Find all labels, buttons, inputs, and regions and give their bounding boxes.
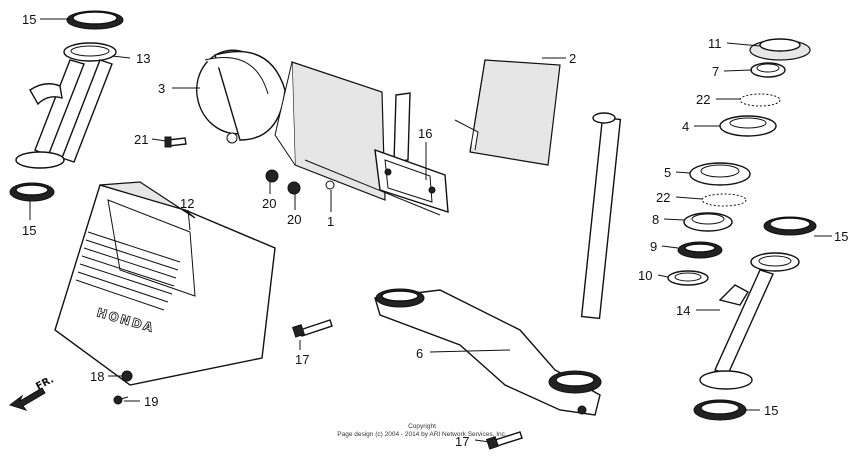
callout-15-right: 15 [834, 229, 848, 244]
callout-10: 10 [638, 268, 652, 283]
callout-13: 13 [136, 51, 150, 66]
bolts [113, 319, 523, 450]
callout-18: 18 [90, 369, 104, 384]
meter-bracket [374, 92, 449, 213]
callout-19: 19 [144, 394, 158, 409]
cover-2 [454, 59, 561, 166]
callout-17-bottom: 17 [455, 434, 469, 449]
callout-16: 16 [418, 126, 432, 141]
callout-21: 21 [134, 132, 148, 147]
front-direction-label: FR. [34, 374, 56, 392]
small-hardware [164, 136, 335, 195]
callout-15-bottom-right: 15 [764, 403, 778, 418]
callout-3: 3 [158, 81, 165, 96]
callout-20-b: 20 [287, 212, 301, 227]
callout-20-a: 20 [262, 196, 276, 211]
callout-22-bottom: 22 [656, 190, 670, 205]
callout-8: 8 [652, 212, 659, 227]
left-fork-bridge [9, 10, 124, 202]
callout-11: 11 [708, 36, 722, 51]
front-direction-arrow: FR. [8, 374, 56, 411]
headlight-shell [196, 49, 286, 144]
front-cowl: HONDA [54, 181, 276, 386]
steering-stem [374, 112, 622, 416]
right-fork-bridge [693, 216, 817, 421]
callout-2: 2 [569, 51, 576, 66]
cowl-grille [75, 231, 181, 311]
callout-15-left: 15 [22, 223, 36, 238]
callout-4: 4 [682, 119, 689, 134]
callout-17-center: 17 [295, 352, 309, 367]
callout-7: 7 [712, 64, 719, 79]
callout-12: 12 [180, 196, 194, 211]
mount-bracket [274, 61, 441, 216]
callout-1: 1 [327, 214, 334, 229]
callout-6: 6 [416, 346, 423, 361]
copyright-notice: Copyright Page design (c) 2004 - 2014 by… [337, 423, 507, 438]
callout-5: 5 [664, 165, 671, 180]
copyright-line-2: Page design (c) 2004 - 2014 by ARI Netwo… [337, 431, 507, 438]
callout-22-top: 22 [696, 92, 710, 107]
callout-15-top-left: 15 [22, 12, 36, 27]
leader-lines [29, 18, 832, 443]
copyright-line-1: Copyright [408, 423, 436, 430]
callout-9: 9 [650, 239, 657, 254]
callout-labels: 15 13 15 3 21 20 20 1 16 2 12 17 6 18 19… [22, 12, 848, 449]
callout-14: 14 [676, 303, 690, 318]
bearing-stack [667, 38, 811, 286]
